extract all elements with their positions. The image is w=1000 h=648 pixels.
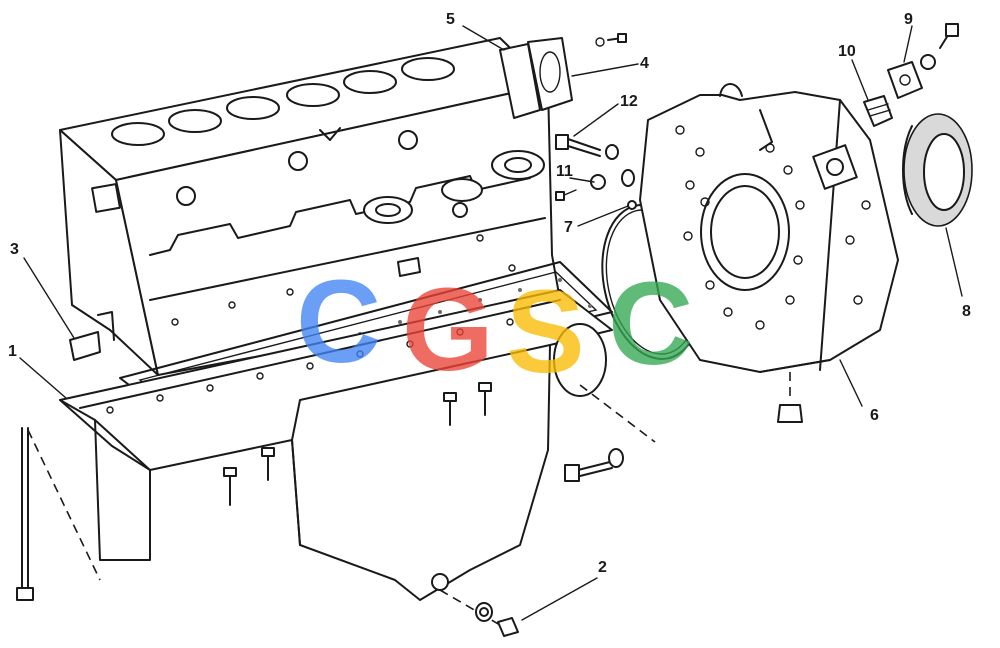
watermark: C G S C [296, 256, 693, 398]
pan-bolts [223, 382, 492, 506]
callout-10: 10 [838, 43, 856, 60]
cover-gasket [499, 43, 541, 119]
drain-plug-boss [431, 573, 449, 591]
cover-plate [527, 37, 573, 111]
callout-2: 2 [598, 559, 607, 576]
housing-dowel [777, 404, 803, 423]
callout-3: 3 [10, 241, 19, 258]
rear-main-seal [902, 113, 973, 227]
callout-1: 1 [8, 343, 17, 360]
callout-4: 4 [640, 55, 649, 72]
block-rail [149, 217, 546, 301]
watermark-letter-4: C [608, 258, 693, 390]
callout-11: 11 [556, 163, 573, 180]
callout-9: 9 [904, 11, 913, 28]
watermark-letter-2: G [402, 264, 494, 396]
pan-rear-boss [553, 323, 607, 397]
watermark-letter-3: S [506, 266, 585, 398]
oil-pan-flange-holes [106, 318, 514, 414]
cylinder-bores [111, 57, 455, 146]
callout-labels: 1 2 3 4 5 6 7 8 9 10 11 12 [8, 11, 971, 576]
callout-6: 6 [870, 407, 879, 424]
callout-7: 7 [564, 219, 573, 236]
front-bracket [69, 311, 115, 361]
block-bosses [91, 127, 545, 277]
leader-lines [19, 25, 963, 621]
engine-block [59, 37, 561, 376]
callout-8: 8 [962, 303, 971, 320]
long-stud [16, 427, 101, 601]
oil-pan [59, 289, 613, 601]
drain-plug [439, 589, 519, 637]
housing-bolt-holes [675, 125, 871, 330]
callout-12: 12 [620, 93, 638, 110]
flywheel-housing [639, 83, 899, 423]
block-rail-holes [171, 234, 516, 326]
callout-5: 5 [446, 11, 455, 28]
block-side-face [115, 84, 561, 376]
block-ridge [149, 175, 531, 256]
top-right-hardware [863, 23, 959, 127]
top-cover-group [499, 33, 627, 119]
rear-bolt [564, 384, 656, 482]
block-front-face [59, 129, 159, 376]
watermark-letter-1: C [296, 256, 381, 388]
